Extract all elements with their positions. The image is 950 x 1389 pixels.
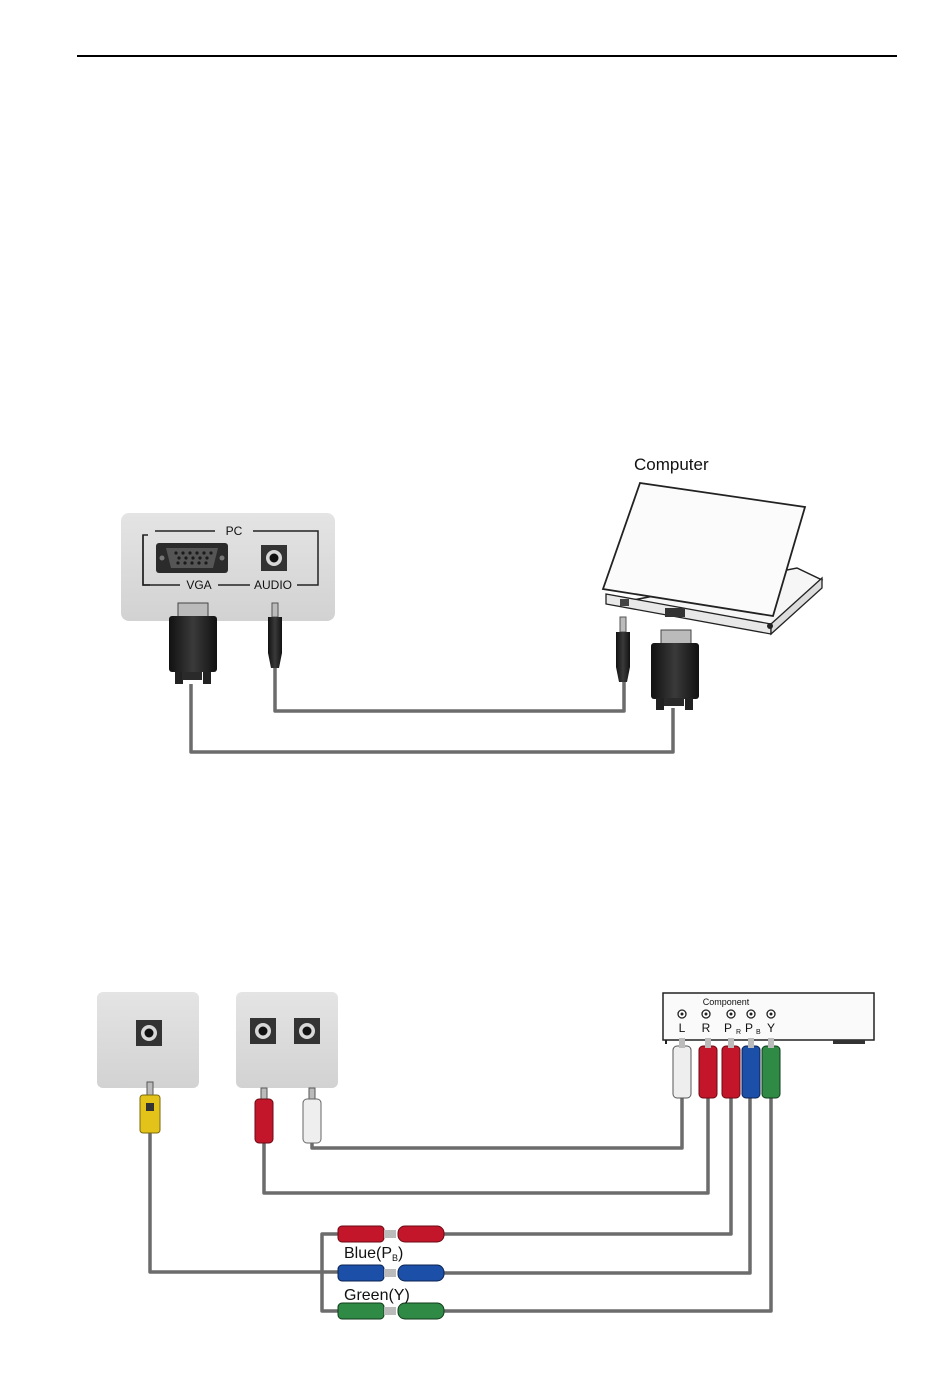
red-audio-plug-tv [255,1088,273,1143]
blue-adapter-plugs [338,1265,444,1281]
white-audio-plug-device [673,1038,691,1098]
jack-label-pr-sub: R [736,1029,741,1036]
component-source-device: Component L R P R P B Y [663,993,874,1044]
audio-r-jack [250,1018,276,1044]
jack-label-l: L [679,1021,686,1035]
laptop-computer [603,483,822,634]
white-audio-plug-tv [303,1088,321,1143]
blue-cable-label: Blue(PB) [344,1245,403,1263]
green-adapter-plugs [338,1303,444,1319]
jack-label-pr: P [724,1021,732,1035]
device-component-label: Component [703,997,750,1007]
pb-cable [444,1098,750,1273]
audio-label: AUDIO [254,578,292,592]
yellow-video-plug [140,1082,160,1133]
video-cable [150,1133,338,1272]
vga-port [156,543,228,573]
computer-label: Computer [634,455,709,474]
component-connection-diagram: Component L R P R P B Y [97,992,874,1319]
audio-cable [275,668,624,711]
audio-l-cable [312,1098,682,1148]
audio-l-jack [294,1018,320,1044]
y-cable [444,1098,771,1311]
video-jack [136,1020,162,1046]
jack-label-y: Y [767,1021,775,1035]
vga-label: VGA [186,578,211,592]
jack-label-r: R [702,1021,711,1035]
green-y-plug-device [762,1038,780,1098]
red-pr-plug-device [722,1038,740,1098]
jack-label-pb: P [745,1021,753,1035]
vga-plug-computer [651,630,699,710]
green-cable-label: Green(Y) [344,1287,410,1304]
blue-pb-plug-device [742,1038,760,1098]
pc-connection-diagram: PC VGA AUDIO [121,455,822,752]
audio-plug-computer [616,617,630,682]
audio-r-cable [264,1098,708,1193]
audio-port [261,545,287,571]
red-audio-plug-device [699,1038,717,1098]
pr-cable [444,1098,731,1234]
pc-panel-title: PC [226,524,243,538]
vga-cable [191,684,673,752]
jack-label-pb-sub: B [756,1029,761,1036]
red-adapter-plugs [338,1226,444,1242]
